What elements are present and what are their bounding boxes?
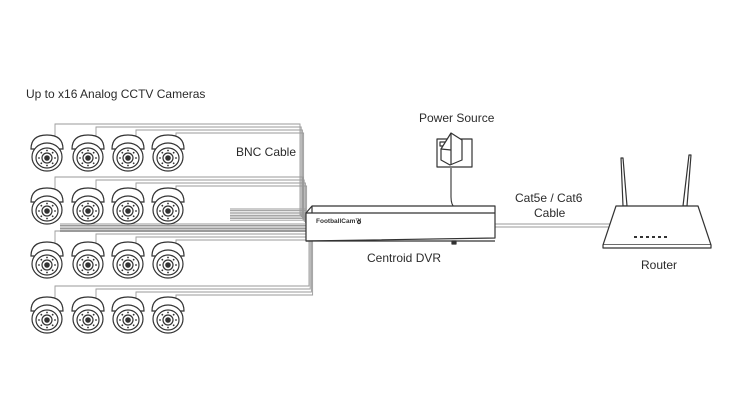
- router-icon: [602, 154, 712, 249]
- dome-camera-icon: [151, 187, 185, 225]
- power-cord: [450, 168, 456, 209]
- dome-camera-icon: [71, 241, 105, 279]
- cameras-label: Up to x16 Analog CCTV Cameras: [26, 87, 206, 101]
- wall-plug-icon: [436, 132, 473, 168]
- dome-camera-icon: [151, 134, 185, 172]
- bnc-cable: [95, 225, 308, 244]
- dvr-brand-label: FootballCam™: [316, 218, 362, 225]
- dome-camera-icon: [111, 296, 145, 334]
- router-label: Router: [641, 258, 678, 272]
- dome-camera-icon: [30, 134, 64, 172]
- dome-camera-icon: [71, 296, 105, 334]
- network-cable-label-line1: Cat5e / Cat6: [515, 191, 583, 205]
- dome-camera-icon: [111, 241, 145, 279]
- dvr-box-icon: [305, 205, 496, 245]
- dvr-label: Centroid DVR: [367, 251, 442, 265]
- dome-camera-icon: [30, 296, 64, 334]
- network-cable: [494, 223, 616, 228]
- bnc-cable-label: BNC Cable: [236, 145, 297, 159]
- bnc-cable: [54, 225, 307, 244]
- dome-camera-icon: [71, 187, 105, 225]
- power-source-label: Power Source: [419, 111, 495, 125]
- camera-grid: [30, 134, 185, 334]
- dome-camera-icon: [30, 241, 64, 279]
- dome-camera-icon: [111, 187, 145, 225]
- dome-camera-icon: [111, 134, 145, 172]
- dome-camera-icon: [30, 187, 64, 225]
- dome-camera-icon: [71, 134, 105, 172]
- dome-camera-icon: [151, 241, 185, 279]
- bnc-cable: [95, 179, 306, 222]
- dome-camera-icon: [151, 296, 185, 334]
- network-cable-label-line2: Cable: [534, 206, 566, 220]
